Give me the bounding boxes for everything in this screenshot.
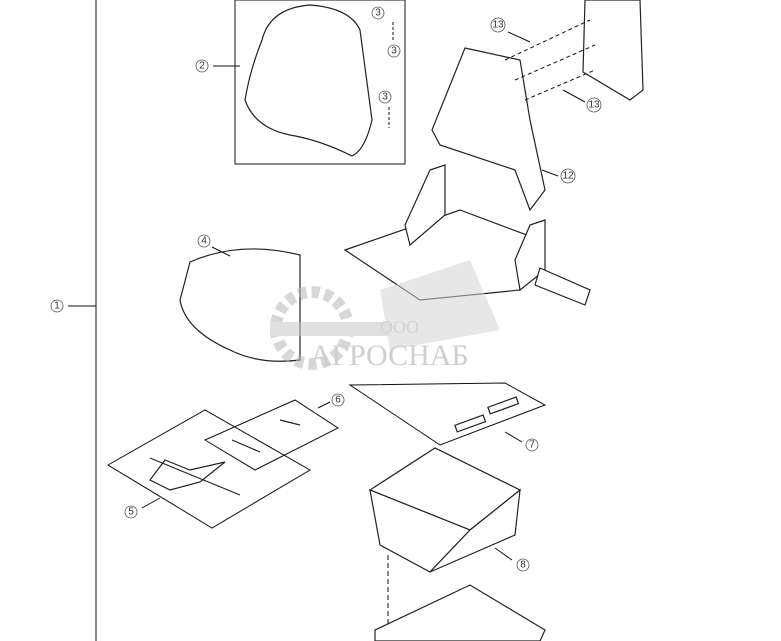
callout-8: 8 <box>516 558 530 572</box>
callout-3b: 3 <box>387 44 401 58</box>
svg-text:3: 3 <box>391 46 397 57</box>
svg-text:6: 6 <box>335 395 341 406</box>
svg-text:3: 3 <box>375 8 381 19</box>
base-plate-part <box>374 584 546 641</box>
svg-text:1: 1 <box>54 301 60 312</box>
callout-13a: 13 <box>490 17 506 33</box>
back-panel-part <box>582 0 644 101</box>
callout-3c: 3 <box>378 90 392 104</box>
callout-3a: 3 <box>371 6 385 20</box>
callout-7: 7 <box>525 438 539 452</box>
headrest-cover-part <box>244 4 373 157</box>
callout-1: 1 <box>50 299 64 313</box>
callout-4: 4 <box>197 234 211 248</box>
lumbar-kit-box <box>107 409 311 529</box>
callout-6: 6 <box>331 393 345 407</box>
svg-text:3: 3 <box>382 92 388 103</box>
lumbar-support-part <box>149 457 241 496</box>
armrest-part <box>534 267 591 306</box>
watermark-name: АГРОСНАБ <box>310 339 469 372</box>
callout-12: 12 <box>560 168 576 184</box>
callout-2: 2 <box>195 59 209 73</box>
svg-text:13: 13 <box>588 100 600 111</box>
backrest-shell-part <box>431 47 546 212</box>
svg-text:12: 12 <box>562 171 574 182</box>
watermark-logo: ООО АГРОСНАБ <box>270 260 500 372</box>
svg-text:13: 13 <box>492 20 504 31</box>
svg-text:4: 4 <box>201 236 207 247</box>
headrest-cover-box <box>234 0 406 165</box>
callout-13b: 13 <box>586 97 602 113</box>
callout-5: 5 <box>124 505 138 519</box>
slide-kit-box <box>348 382 547 446</box>
watermark-prefix: ООО <box>380 317 419 337</box>
svg-text:8: 8 <box>520 560 526 571</box>
svg-text:2: 2 <box>199 61 205 72</box>
svg-text:7: 7 <box>529 440 535 451</box>
svg-text:5: 5 <box>128 507 134 518</box>
